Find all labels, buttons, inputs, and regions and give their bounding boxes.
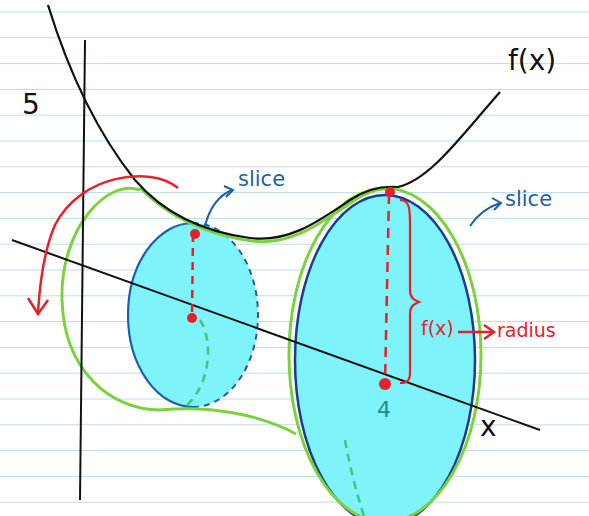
callout-label: slice [505, 188, 552, 211]
notebook-line [0, 244, 589, 245]
notebook-lines [0, 12, 589, 502]
point [190, 229, 200, 239]
notebook-line [0, 424, 589, 425]
notebook-line [0, 63, 589, 64]
arrowhead [484, 325, 494, 339]
y-axis [80, 40, 85, 500]
function-label: f(x) [508, 46, 556, 77]
point [385, 187, 395, 197]
axis-value: 4 [377, 398, 391, 422]
solid-end [289, 188, 481, 516]
arrowhead [492, 198, 501, 210]
radius-line [192, 234, 193, 318]
notebook-line [0, 37, 589, 38]
callout-label: slice [238, 168, 285, 191]
hidden-edge [186, 320, 208, 406]
slice-disc [128, 223, 258, 407]
brace [400, 200, 419, 383]
solid-bottom [160, 409, 296, 434]
function-curve [48, 5, 500, 239]
notebook-line [0, 12, 589, 13]
annotation: radius [497, 320, 556, 341]
notebook-line [0, 192, 589, 193]
radius-line [385, 194, 389, 383]
hidden-edge [345, 440, 364, 516]
notebook-line [0, 166, 589, 167]
pointer-arrow [458, 331, 492, 334]
slice-outline [128, 223, 193, 407]
notebook-line [0, 141, 589, 142]
point [379, 378, 391, 390]
arrowhead [28, 298, 48, 314]
point [187, 313, 197, 323]
notebook-line [0, 270, 589, 271]
slice-disc [295, 195, 475, 516]
notebook-line [0, 476, 589, 477]
leader-line [470, 203, 500, 226]
solid-cap [62, 188, 160, 410]
rotation-arrow [38, 176, 178, 312]
arrowhead [224, 186, 233, 197]
notebook-line [0, 218, 589, 219]
function-label: f(x) [421, 318, 454, 339]
notebook-line [0, 115, 589, 116]
notebook-line [0, 502, 589, 503]
notebook-line [0, 399, 589, 400]
axis-value: 5 [22, 90, 40, 121]
notebook-line [0, 450, 589, 451]
x-axis [12, 240, 540, 430]
axis-label: x [480, 412, 497, 443]
notebook-line [0, 89, 589, 90]
